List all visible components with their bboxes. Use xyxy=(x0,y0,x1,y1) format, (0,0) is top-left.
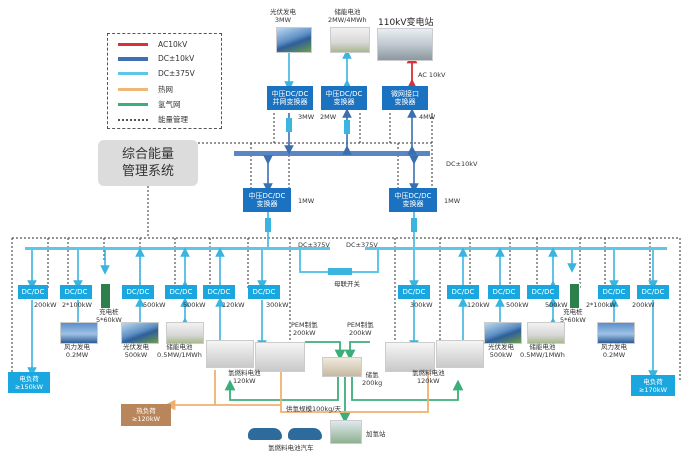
dcdc-right-6: DC/DC xyxy=(637,285,669,299)
tie-switch-label: 母联开关 xyxy=(334,280,360,288)
mid-converter-right-rating: 1MW xyxy=(444,197,461,205)
left-wind-image xyxy=(60,322,98,344)
top-converter-storage-rating: 2MW xyxy=(320,113,337,121)
dcdc-right-1-rating: 300kW xyxy=(410,301,433,309)
mv-bus-label: DC±10kV xyxy=(446,160,478,168)
dcdc-left-4: DC/DC xyxy=(165,285,197,299)
dcdc-right-4-rating: 500kW xyxy=(545,301,568,309)
legend-item-dc375v: DC±375V xyxy=(118,69,195,78)
left-pv-image xyxy=(121,322,159,344)
legend-item-hydrogen: 氢气网 xyxy=(118,99,181,110)
hydrogen-station-image xyxy=(330,420,362,444)
right-electric-load: 电负荷≥170kW xyxy=(631,375,675,396)
left-pem-image xyxy=(255,342,305,372)
dcdc-left-4-rating: 500kW xyxy=(183,301,206,309)
hydrogen-station-label: 加氢站 xyxy=(366,430,386,438)
dcdc-right-2-rating: 120kW xyxy=(467,301,490,309)
top-pv-image xyxy=(276,27,312,53)
top-converter-grid-rating: 4MW xyxy=(419,113,436,121)
left-fuel-cell-image xyxy=(206,340,254,368)
top-converter-pv-rating: 3MW xyxy=(298,113,315,121)
right-fuel-cell-image xyxy=(436,340,484,368)
hydrogen-supply-label: 供氢规模100kg/天 xyxy=(286,405,341,413)
dcdc-left-3: DC/DC xyxy=(122,285,154,299)
legend-item-heat: 热网 xyxy=(118,84,173,95)
right-pem-image xyxy=(385,342,435,372)
legend: AC10kV DC±10kV DC±375V 热网 氢气网 能量管理 xyxy=(107,33,222,129)
dcdc-left-5-rating: 120kW xyxy=(222,301,245,309)
dcdc-right-6-rating: 200kW xyxy=(632,301,655,309)
dcdc-right-2: DC/DC xyxy=(447,285,479,299)
hydrogen-storage-image xyxy=(322,357,362,377)
dcdc-right-3-rating: 500kW xyxy=(506,301,529,309)
dcdc-right-1: DC/DC xyxy=(398,285,430,299)
heat-load: 热负荷≥120kW xyxy=(121,404,171,426)
right-wind-image xyxy=(597,322,635,344)
dc-10kv-bus xyxy=(234,151,430,156)
left-electric-load: 电负荷≥150kW xyxy=(8,372,50,393)
dc-375v-bus xyxy=(25,247,667,250)
fuel-cell-car-icon xyxy=(248,428,282,440)
fuel-cell-car-icon xyxy=(288,428,322,440)
top-converter-grid: 微网接口变换器 xyxy=(382,86,428,110)
lv-bus-left-label: DC±375V xyxy=(298,241,330,249)
left-charger-icon xyxy=(100,283,111,309)
dcdc-right-4: DC/DC xyxy=(527,285,559,299)
dcdc-right-3: DC/DC xyxy=(488,285,520,299)
dcdc-left-2-rating: 2*100kW xyxy=(62,301,92,309)
legend-item-dc10kv: DC±10kV xyxy=(118,54,194,63)
dcdc-left-6-rating: 300kW xyxy=(266,301,289,309)
substation-image xyxy=(377,28,433,61)
energy-management-system: 综合能量管理系统 xyxy=(98,140,198,186)
dcdc-left-5: DC/DC xyxy=(203,285,235,299)
dcdc-right-5: DC/DC xyxy=(598,285,630,299)
legend-item-energy-mgmt: 能量管理 xyxy=(118,114,188,125)
dcdc-left-6: DC/DC xyxy=(248,285,280,299)
dcdc-left-3-rating: 500kW xyxy=(143,301,166,309)
right-storage-image xyxy=(527,322,565,344)
left-storage-image xyxy=(166,322,204,344)
dcdc-right-5-rating: 2*100kW xyxy=(586,301,616,309)
substation-label: 110kV变电站 xyxy=(378,18,434,28)
dcdc-left-2: DC/DC xyxy=(60,285,92,299)
energy-management-lines xyxy=(11,113,681,380)
ac-link-label: AC 10kV xyxy=(418,71,446,79)
dcdc-left-1-rating: 200kW xyxy=(34,301,57,309)
lv-bus-right-label: DC±375V xyxy=(346,241,378,249)
right-pv-image xyxy=(484,322,522,344)
top-storage-image xyxy=(330,27,370,53)
fuel-cell-vehicles-label: 氢燃料电池汽车 xyxy=(268,444,314,452)
mid-converter-left-rating: 1MW xyxy=(298,197,315,205)
legend-item-ac10kv: AC10kV xyxy=(118,40,187,49)
right-charger-icon xyxy=(569,283,580,309)
dcdc-left-1: DC/DC xyxy=(18,285,48,299)
